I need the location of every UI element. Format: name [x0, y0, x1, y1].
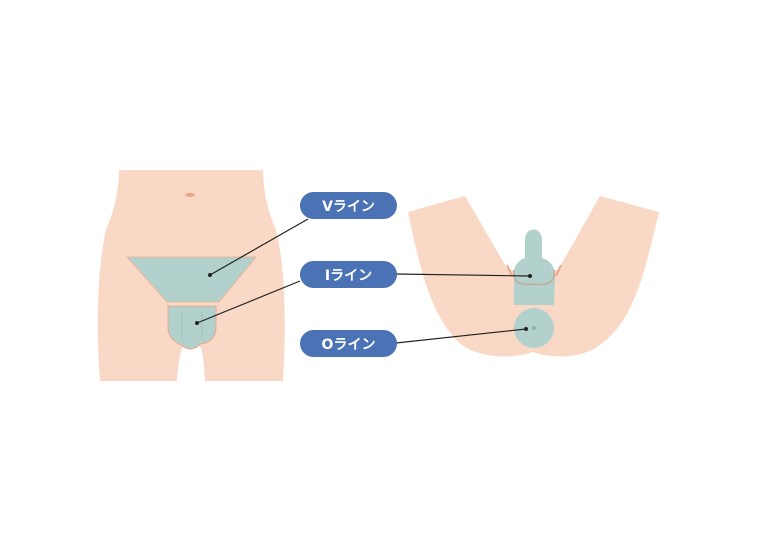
- leader-lines: [196, 218, 531, 344]
- v-line-label: Vライン: [300, 192, 397, 219]
- v-line-zone: [125, 256, 258, 303]
- i-line-zone-back: [513, 229, 556, 305]
- navel: [185, 193, 195, 197]
- i-line-label: Iライン: [300, 261, 397, 288]
- i-line-zone-front: [167, 305, 217, 350]
- o-line-label: Oライン: [300, 330, 397, 357]
